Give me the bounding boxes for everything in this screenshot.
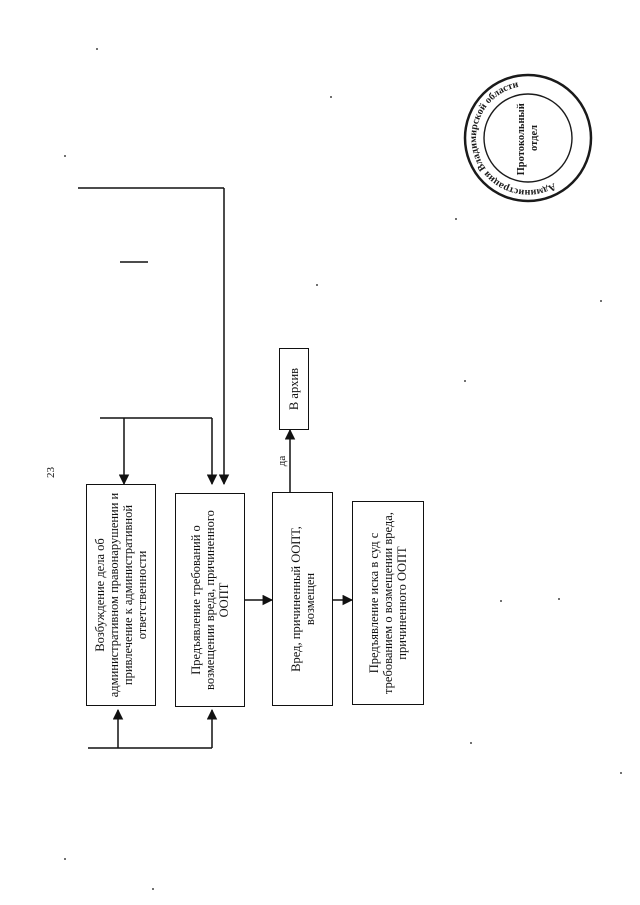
svg-text:Протокольный отдел: Протокольный отдел — [516, 101, 540, 176]
yes-label: да — [276, 455, 289, 467]
initiation-text: Возбуждение дела об административном пра… — [93, 492, 149, 698]
scan-speck — [500, 600, 502, 602]
scan-speck — [96, 48, 98, 50]
scan-speck — [330, 96, 332, 98]
initiation-box: Возбуждение дела об административном пра… — [86, 484, 156, 706]
scan-speck — [558, 598, 560, 600]
lawsuit-box: Предъявление иска в суд с требованием о … — [352, 501, 424, 705]
damage-compensated-text: Вред, причиненный ООПТ, возмещен — [288, 526, 317, 672]
damage-claim-box: Предъявление требований о возмещении вре… — [175, 493, 245, 707]
scan-speck — [470, 742, 472, 744]
damage-compensated-box: Вред, причиненный ООПТ, возмещен — [272, 492, 333, 706]
scan-speck — [152, 888, 154, 890]
stamp-center-line2: отдел — [529, 125, 540, 151]
scan-speck — [455, 218, 457, 220]
official-stamp: Администрация Владимирской области Прото… — [462, 73, 593, 204]
lawsuit-text: Предъявление иска в суд с требованием о … — [367, 512, 409, 694]
scan-speck — [316, 284, 318, 286]
scan-speck — [600, 300, 602, 302]
stamp-center-line1: Протокольный — [516, 103, 527, 175]
damage-claim-text: Предъявление требований о возмещении вре… — [189, 510, 231, 690]
scan-speck — [620, 772, 622, 774]
scan-speck — [464, 380, 466, 382]
archive-text: В архив — [287, 367, 301, 411]
scan-speck — [64, 155, 66, 157]
page-number: 23 — [45, 467, 57, 478]
archive-box: В архив — [279, 348, 309, 430]
scan-speck — [64, 858, 66, 860]
